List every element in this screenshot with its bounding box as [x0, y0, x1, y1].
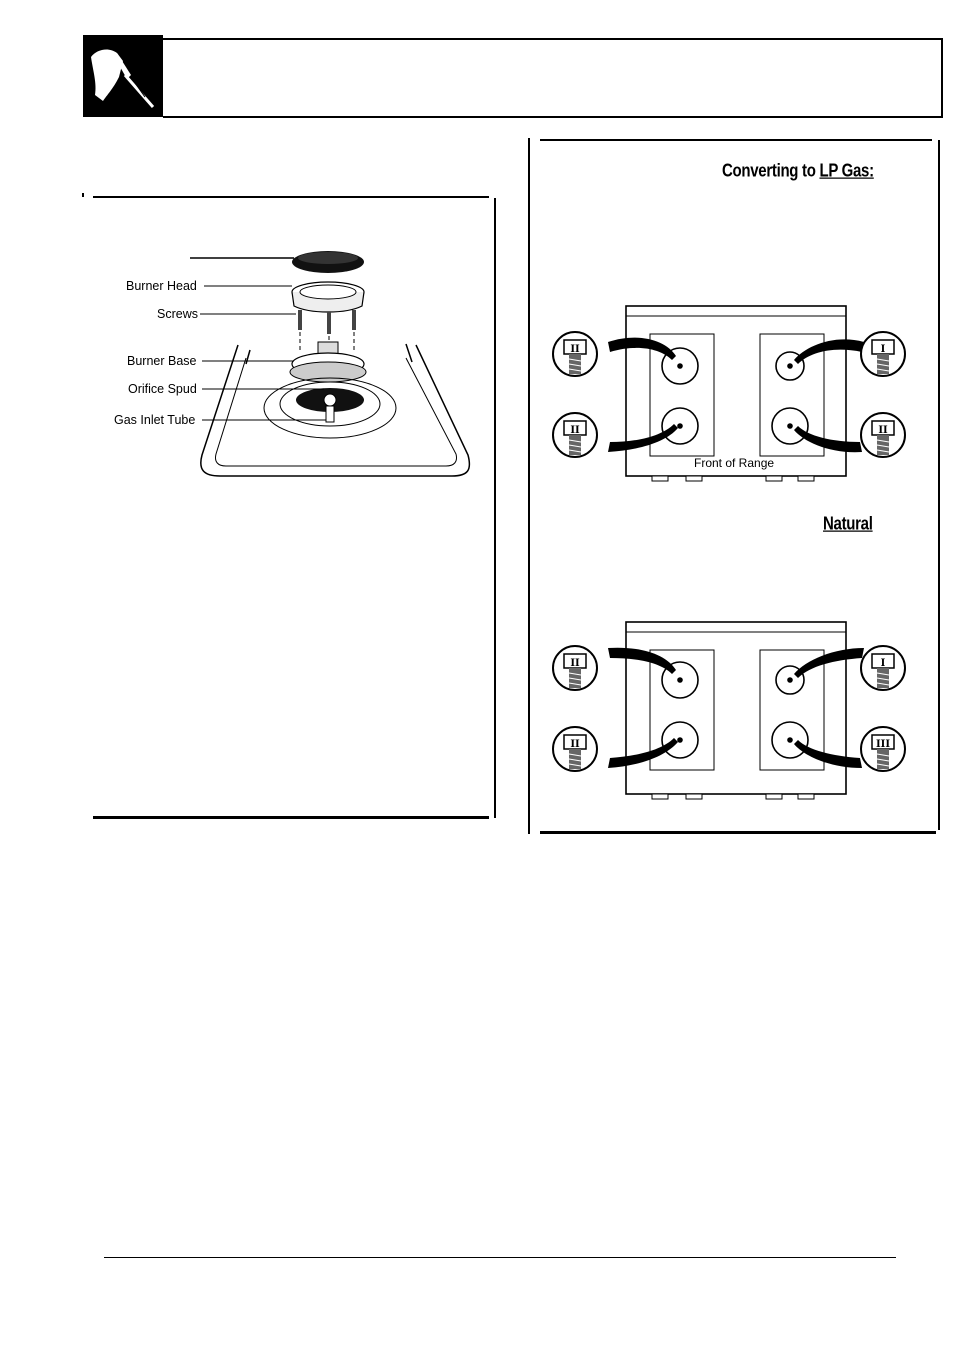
lp-orifice-front-left-size: II — [570, 425, 580, 436]
right-panel-right-rule — [938, 140, 940, 830]
orifice-icon: I — [860, 645, 906, 691]
orifice-icon: II — [860, 412, 906, 458]
left-panel-top-rule — [93, 196, 489, 198]
front-of-range-label: Front of Range — [694, 456, 775, 470]
label-screws: Screws — [157, 307, 198, 321]
natural-connector-arrows — [608, 647, 864, 768]
right-panel-top-rule — [540, 139, 932, 141]
label-gas-inlet-tube: Gas Inlet Tube — [114, 413, 196, 427]
orifice-icon: II — [552, 645, 598, 691]
lp-orifice-back-right-size: I — [881, 344, 886, 355]
label-orifice-spud: Orifice Spud — [128, 382, 197, 396]
label-burner-head: Burner Head — [126, 279, 197, 293]
orifice-icon: I — [860, 331, 906, 377]
left-panel-right-rule — [494, 198, 496, 818]
footer-rule — [104, 1257, 896, 1258]
orifice-icon: II — [552, 412, 598, 458]
right-panel-bottom-rule — [540, 831, 936, 834]
lp-connector-arrows — [608, 337, 864, 453]
burner-exploded-diagram — [190, 251, 471, 477]
range-outline — [625, 305, 847, 482]
left-panel-bottom-rule — [93, 816, 489, 819]
left-panel-tick — [82, 193, 84, 197]
label-burner-base: Burner Base — [127, 354, 197, 368]
natural-range-top-diagram — [608, 621, 864, 800]
natural-orifice-front-left-size: II — [570, 739, 580, 750]
orifice-icon: II — [552, 331, 598, 377]
natural-gas-heading: Natural — [823, 513, 873, 535]
natural-orifice-back-left-size: II — [570, 658, 580, 669]
orifice-icon: III — [860, 726, 906, 772]
orifice-icon: II — [552, 726, 598, 772]
lp-range-top-diagram — [608, 305, 864, 482]
lp-gas-heading: Converting to LP Gas: — [722, 160, 874, 182]
header-title-bar — [163, 38, 943, 118]
lp-orifice-front-right-size: II — [878, 425, 888, 436]
lp-orifice-back-left-size: II — [570, 344, 580, 355]
natural-orifice-front-right-size: III — [876, 739, 890, 750]
natural-orifice-back-right-size: I — [881, 658, 886, 669]
header-hand-icon — [83, 35, 163, 117]
right-panel-left-rule — [528, 138, 530, 834]
range-outline — [625, 621, 847, 800]
